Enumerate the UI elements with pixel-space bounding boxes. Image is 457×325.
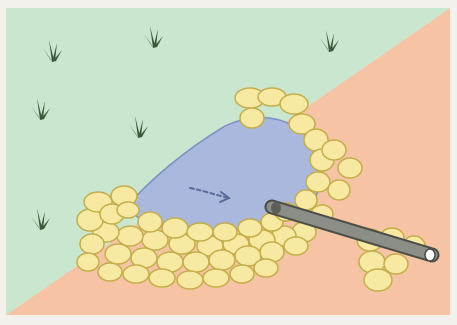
stone-icon [203, 269, 229, 287]
stone-icon [295, 190, 317, 210]
stone-icon [77, 253, 99, 271]
stone-icon [328, 180, 350, 200]
stone-icon [105, 244, 131, 264]
stone-icon [306, 172, 330, 192]
stone-icon [98, 263, 122, 281]
stone-icon [209, 250, 235, 270]
stone-icon [149, 269, 175, 287]
stone-icon [240, 108, 264, 128]
stone-icon [162, 218, 188, 238]
stone-icon [117, 202, 139, 218]
stone-icon [322, 140, 346, 160]
stone-icon [364, 269, 392, 291]
stone-icon [213, 223, 237, 241]
stone-icon [284, 237, 308, 255]
stone-icon [338, 158, 362, 178]
stone-icon [183, 252, 209, 272]
stone-icon [230, 265, 254, 283]
stone-icon [177, 271, 203, 289]
stone-icon [384, 254, 408, 274]
stone-icon [80, 234, 104, 254]
stone-icon [238, 219, 262, 237]
stone-icon [138, 212, 162, 232]
stone-icon [280, 94, 308, 114]
stone-icon [117, 226, 143, 246]
stone-icon [187, 223, 213, 241]
stone-icon [123, 265, 149, 283]
stone-icon [254, 259, 278, 277]
